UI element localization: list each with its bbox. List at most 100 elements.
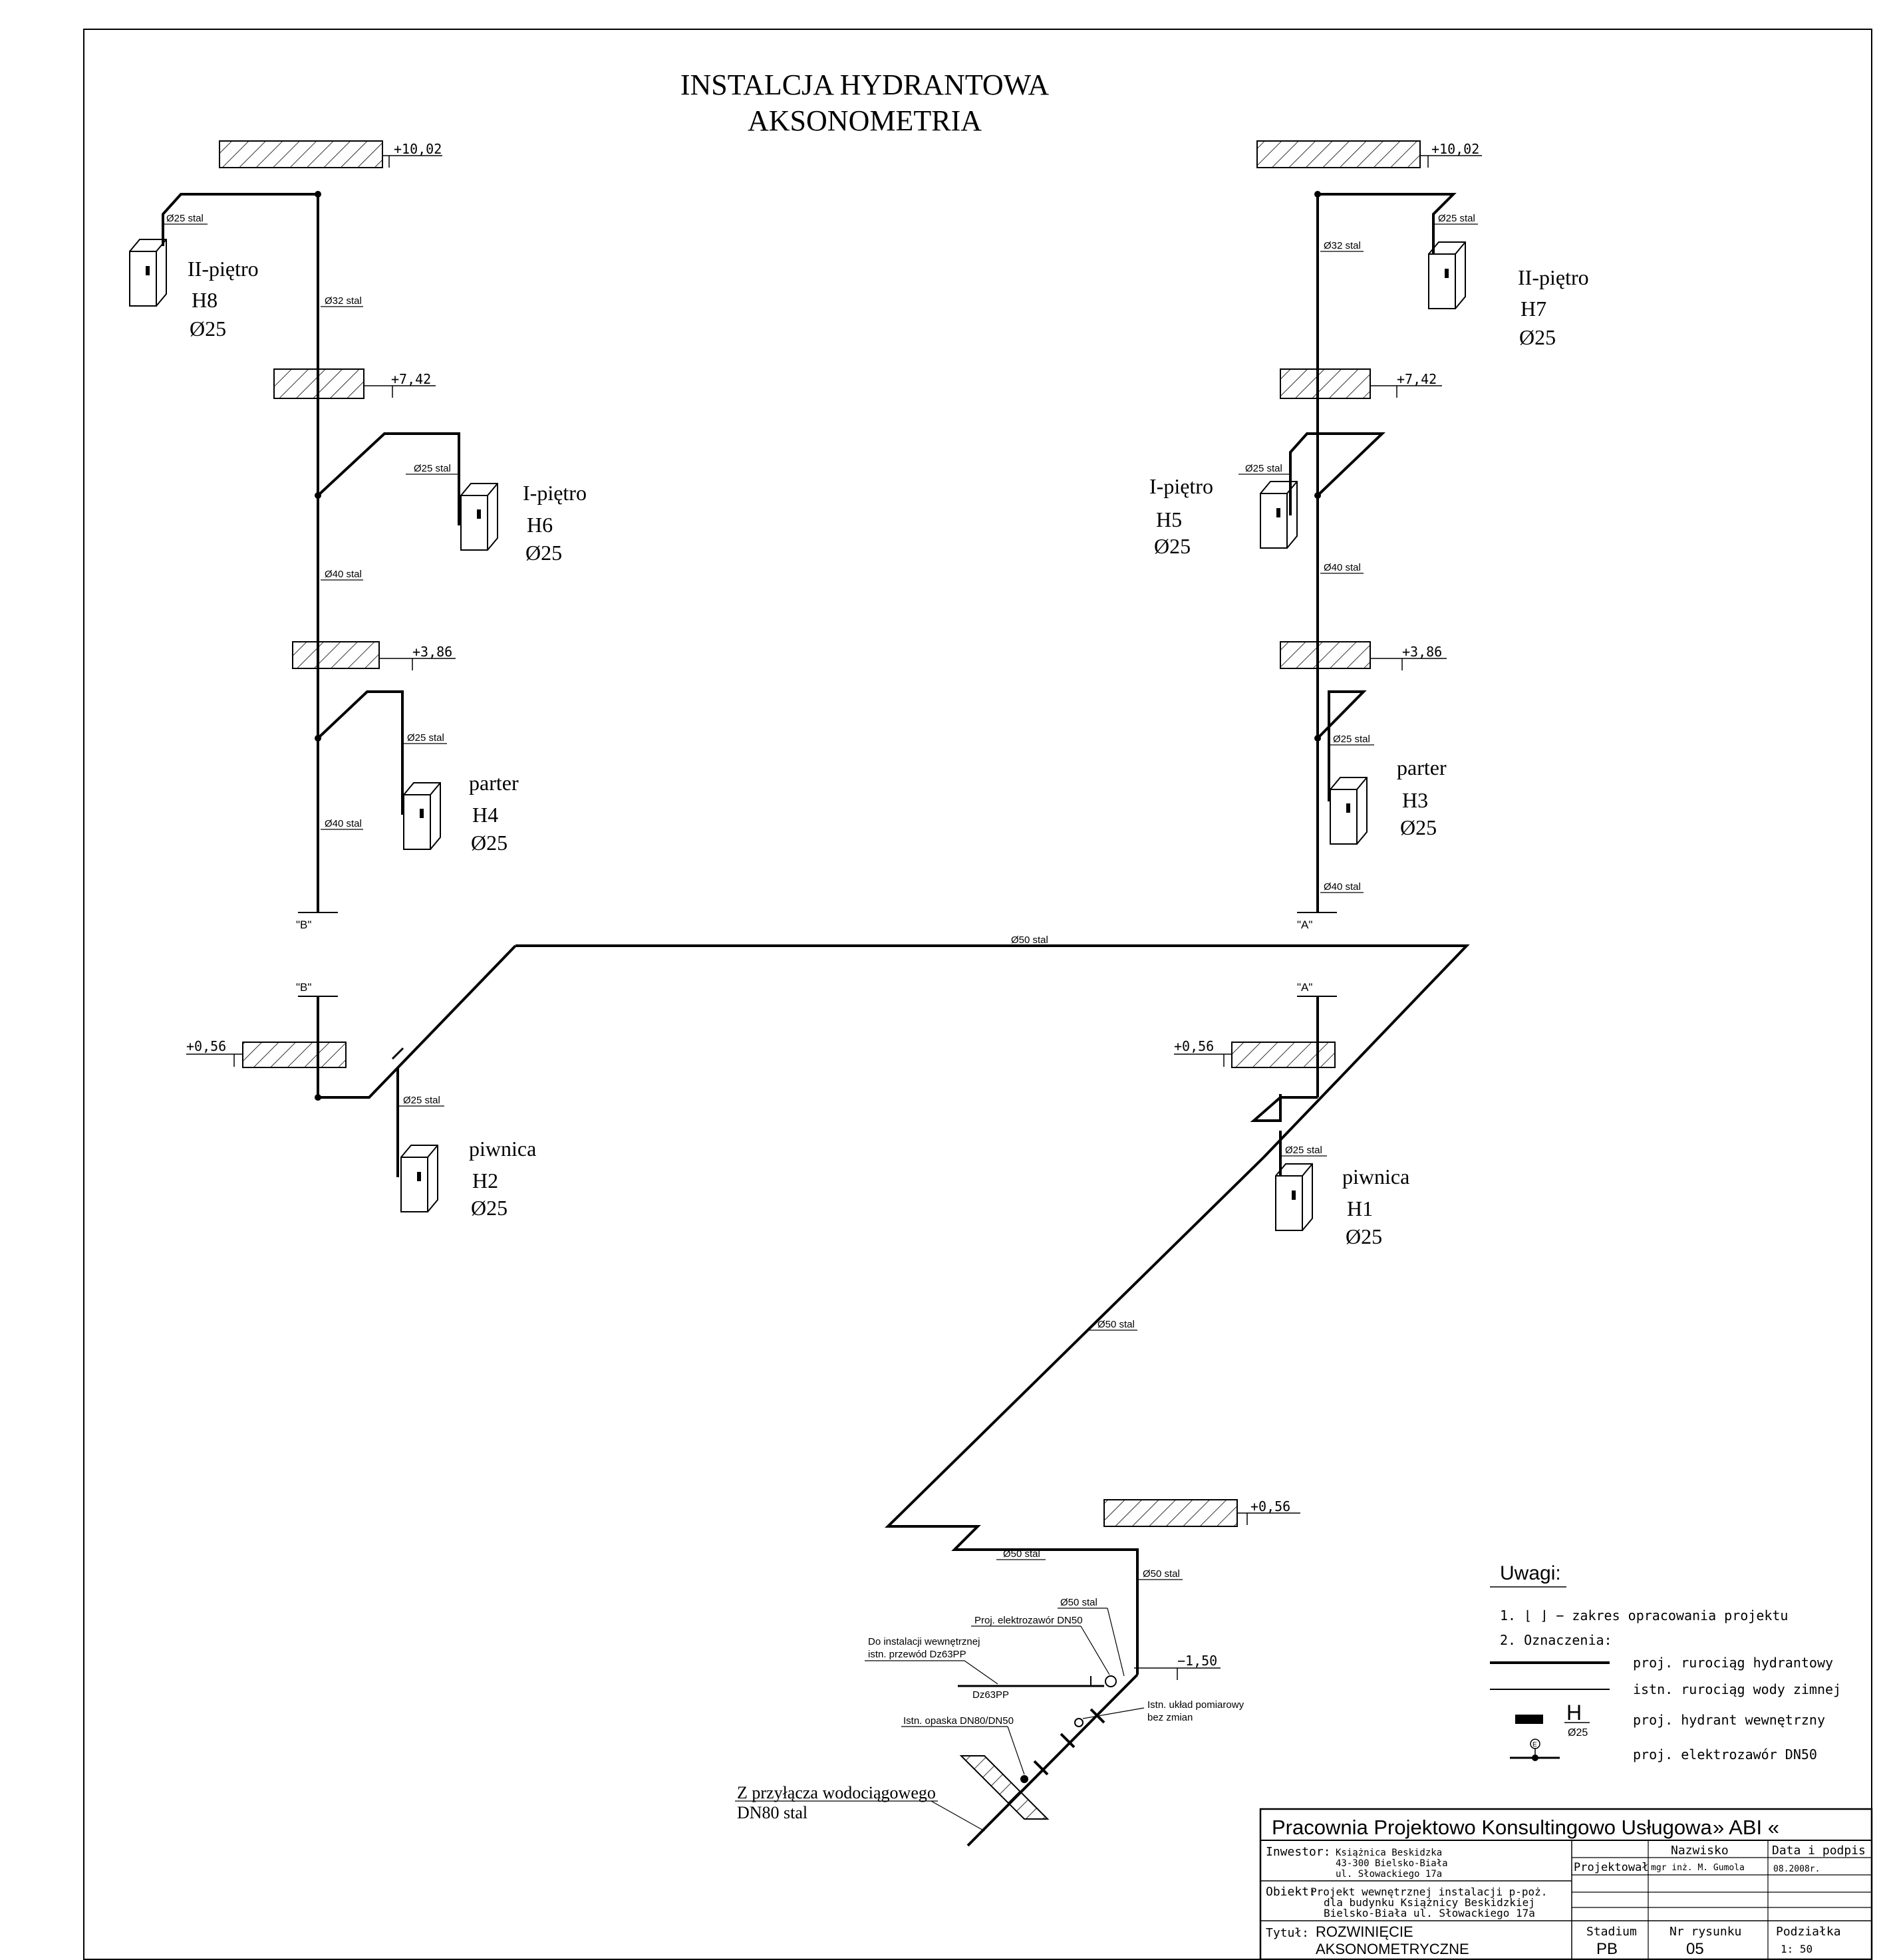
h3-id: H3 xyxy=(1402,788,1428,812)
tb-title-1: ROZWINIĘCIE xyxy=(1316,1923,1413,1940)
tb-number-value: 05 xyxy=(1686,1940,1704,1958)
wall-crossing xyxy=(959,1755,1050,1820)
pipe-b-riser-40-upper: Ø40 stal xyxy=(325,569,362,580)
tb-brand: » ABI « xyxy=(1713,1816,1779,1839)
h1-floor: piwnica xyxy=(1342,1165,1409,1189)
tb-scale-value: 1: 50 xyxy=(1781,1943,1812,1955)
h2-dia: Ø25 xyxy=(471,1196,508,1220)
level-a-base: +0,56 xyxy=(1174,1038,1214,1054)
meter-icon xyxy=(1074,1718,1084,1727)
slab-b-base xyxy=(242,1042,347,1068)
h6-dia: Ø25 xyxy=(525,541,562,565)
h1-dia: Ø25 xyxy=(1346,1224,1382,1248)
drawing-title-line2: AKSONOMETRIA xyxy=(748,104,982,137)
tb-stage-value: PB xyxy=(1596,1940,1618,1958)
tb-designer-name: mgr inż. M. Gumola xyxy=(1651,1863,1745,1873)
slab-supply xyxy=(1103,1499,1238,1527)
h8-floor: II-piętro xyxy=(188,257,259,281)
pipe-a-riser-32: Ø32 stal xyxy=(1324,240,1361,251)
legend-hydrant-dia: Ø25 xyxy=(1568,1727,1588,1739)
h8-dia: Ø25 xyxy=(190,317,226,341)
note-clamp: Istn. opaska DN80/DN50 xyxy=(903,1715,1014,1727)
h7-floor: II-piętro xyxy=(1518,265,1589,289)
notes-item2: 2. Oznaczenia: xyxy=(1500,1632,1612,1648)
slab-a-mid2 xyxy=(1280,641,1371,669)
hydrant-cabinet-h1 xyxy=(1275,1163,1313,1231)
tb-col-name: Nazwisko xyxy=(1671,1844,1729,1858)
notes-legend: Uwagi: 1. ⌊ ⌋ − zakres opracowania proje… xyxy=(1490,1562,1841,1762)
pipe-main-top: Ø50 stal xyxy=(1011,934,1048,946)
notes-heading: Uwagi: xyxy=(1500,1562,1561,1584)
note-internal-2: istn. przewód Dz63PP xyxy=(868,1649,966,1660)
supply-connection-pipe xyxy=(966,1673,1139,1847)
note-internal-1: Do instalacji wewnętrznej xyxy=(868,1636,980,1647)
h6-floor: I-piętro xyxy=(523,481,587,505)
tb-investor-label: Inwestor: xyxy=(1266,1845,1331,1859)
hydrant-cabinet-h7 xyxy=(1428,241,1466,309)
level-supply-ceiling: +0,56 xyxy=(1250,1498,1290,1514)
level-supply-floor: −1,50 xyxy=(1177,1653,1217,1669)
hydrant-cabinet-h8 xyxy=(129,239,167,307)
pipe-a-riser-40-upper: Ø40 stal xyxy=(1324,562,1361,573)
tb-scale-label: Podziałka xyxy=(1776,1925,1841,1939)
h7-dia: Ø25 xyxy=(1519,325,1556,349)
riser-a-mark-lower: "A" xyxy=(1297,981,1312,994)
tb-number-label: Nr rysunku xyxy=(1669,1925,1741,1939)
legend-hydrant-letter: H xyxy=(1566,1701,1582,1725)
notes-item1: 1. ⌊ ⌋ − zakres opracowania projektu xyxy=(1500,1608,1788,1623)
riser-a-mark-upper: "A" xyxy=(1297,918,1312,931)
pipe-b-h4-branch: Ø25 stal xyxy=(407,732,444,744)
h5-id: H5 xyxy=(1156,507,1182,531)
sheet-frame xyxy=(83,29,1872,1960)
pipe-main-diag: Ø50 stal xyxy=(1097,1319,1135,1330)
pipe-a-h1-branch: Ø25 stal xyxy=(1285,1145,1322,1156)
legend-hydrant-icon xyxy=(1515,1715,1543,1724)
level-b-base: +0,56 xyxy=(186,1038,226,1054)
level-a-mid1: +7,42 xyxy=(1397,371,1437,387)
riser-b-mark-lower: "B" xyxy=(296,981,311,994)
electrovalve-icon xyxy=(1105,1675,1117,1687)
pipe-b-h6-branch: Ø25 stal xyxy=(414,463,451,474)
basement-section: "B" +0,56 Ø25 stal Ø50 stal "A" +0,56 Ø2… xyxy=(186,934,1470,1847)
tb-investor-1: Książnica Beskidzka xyxy=(1336,1848,1442,1858)
tb-investor-3: ul. Słowackiego 17a xyxy=(1336,1869,1442,1880)
slab-a-base xyxy=(1231,1042,1336,1068)
level-b-mid1: +7,42 xyxy=(391,371,431,387)
riser-a: +10,02 +7,42 +3,86 "A" Ø32 stal Ø40 stal… xyxy=(1238,140,1482,931)
hydrant-cabinet-h3 xyxy=(1330,777,1368,845)
tb-object-label: Obiekt: xyxy=(1266,1885,1316,1899)
legend-valve-icon xyxy=(1530,1739,1540,1749)
tb-object-1: Projekt wewnętrznej instalacji p-poż. xyxy=(1310,1886,1547,1898)
level-b-mid2: +3,86 xyxy=(412,644,452,660)
pipe-b-h8-branch: Ø25 stal xyxy=(166,213,204,224)
tb-company: Pracownia Projektowo Konsultingowo Usług… xyxy=(1272,1816,1712,1839)
tb-object-2: dla budynku Książnicy Beskidzkiej xyxy=(1324,1896,1535,1909)
h4-floor: parter xyxy=(469,771,519,795)
slab-b-top xyxy=(219,140,383,168)
note-meter-1: Istn. układ pomiarowy xyxy=(1147,1699,1244,1711)
note-electrovalve: Proj. elektrozawór DN50 xyxy=(974,1615,1083,1626)
slab-a-mid1 xyxy=(1280,368,1371,399)
h1-id: H1 xyxy=(1347,1196,1373,1220)
legend-text-cold-water: istn. rurociąg wody zimnej xyxy=(1633,1681,1841,1697)
level-a-top: +10,02 xyxy=(1431,141,1479,157)
tb-col-date: Data i podpis xyxy=(1772,1844,1866,1858)
legend-text-hydrant-pipe: proj. rurociąg hydrantowy xyxy=(1633,1655,1833,1671)
clamp-icon xyxy=(1020,1775,1028,1783)
h5-floor: I-piętro xyxy=(1149,474,1213,498)
note-meter-2: bez zmian xyxy=(1147,1712,1193,1723)
slab-b-mid2 xyxy=(292,641,380,669)
riser-b: +10,02 +7,42 +3,86 "B" Ø32 stal Ø40 stal… xyxy=(162,140,460,931)
tb-designer-label: Projektował xyxy=(1574,1861,1649,1874)
hydrant-labels: II-piętro H8 Ø25 II-piętro H7 Ø25 I-pięt… xyxy=(188,257,1589,1248)
drawing-title-line1: INSTALCJA HYDRANTOWA xyxy=(680,69,1049,101)
tb-investor-2: 43-300 Bielsko-Biała xyxy=(1336,1858,1448,1869)
tb-designer-date: 08.2008r. xyxy=(1773,1864,1820,1874)
pipe-a-h3-branch: Ø25 stal xyxy=(1333,734,1370,745)
h6-id: H6 xyxy=(527,513,553,537)
pipe-a-h5-branch: Ø25 stal xyxy=(1245,463,1282,474)
note-connection-2: DN80 stal xyxy=(737,1803,807,1822)
hydrant-cabinet-h6 xyxy=(460,483,498,551)
legend-text-hydrant: proj. hydrant wewnętrzny xyxy=(1633,1712,1825,1728)
